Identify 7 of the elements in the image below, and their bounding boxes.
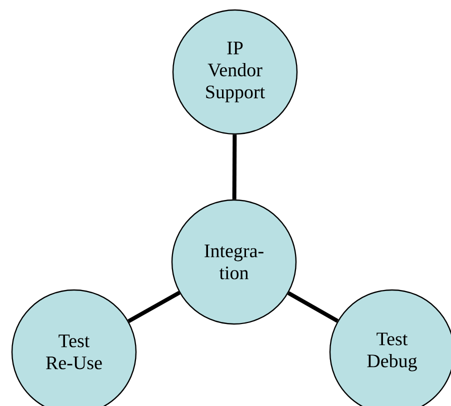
connector-line — [128, 290, 180, 324]
circle-node: Test Debug — [329, 289, 451, 406]
circle-node: Integra-tion — [171, 199, 297, 325]
connector-line — [287, 291, 339, 323]
circle-node: Test Re-Use — [11, 289, 137, 406]
connector-line — [232, 134, 237, 200]
circle-node: IP Vendor Support — [172, 9, 298, 135]
